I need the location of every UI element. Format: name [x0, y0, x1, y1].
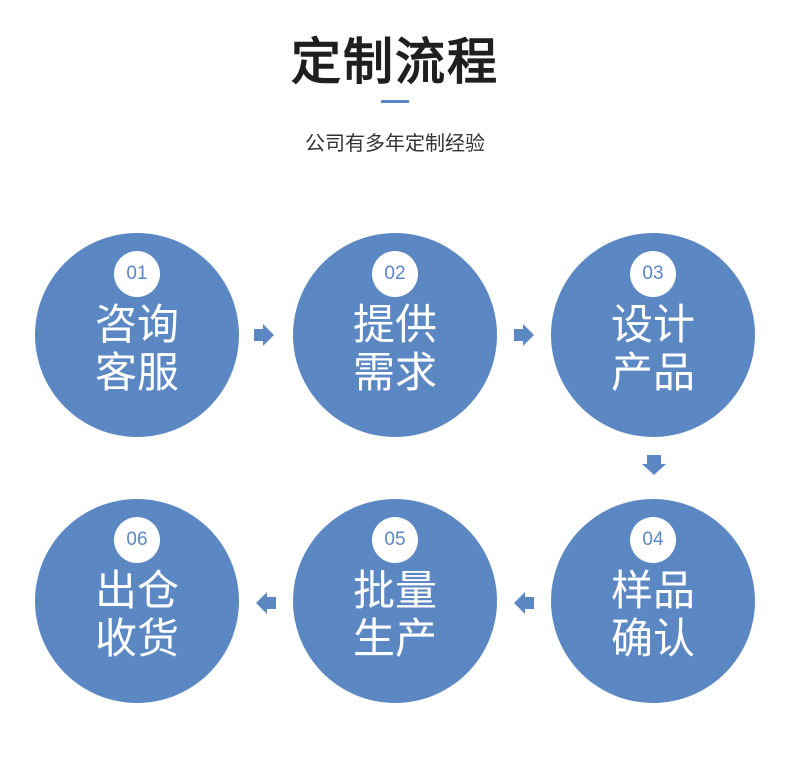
arrow-right-icon: [514, 324, 534, 346]
step-03-design-product: 03 设计 产品: [551, 233, 755, 437]
page-subtitle: 公司有多年定制经验: [305, 131, 485, 155]
step-02-provide-requirements: 02 提供 需求: [293, 233, 497, 437]
step-number-badge: 03: [630, 251, 676, 297]
step-04-sample-confirmation: 04 样品 确认: [551, 499, 755, 703]
step-label-line1: 样品: [610, 566, 695, 615]
step-label-line2: 确认: [610, 614, 695, 663]
title-underline: [381, 100, 409, 103]
step-label-line1: 出仓: [94, 566, 179, 615]
arrow-right-icon: [254, 324, 274, 346]
step-number-badge: 05: [372, 517, 418, 563]
step-label: 咨询 客服: [35, 301, 239, 397]
step-label: 设计 产品: [551, 301, 755, 397]
step-label: 批量 生产: [293, 567, 497, 663]
arrow-left-icon: [514, 592, 534, 614]
step-label-line2: 客服: [94, 348, 179, 397]
step-label-line1: 咨询: [94, 300, 179, 349]
step-number-badge: 01: [114, 251, 160, 297]
step-label-line2: 产品: [610, 348, 695, 397]
step-label-line2: 收货: [94, 614, 179, 663]
arrow-left-icon: [256, 592, 276, 614]
step-01-consult-service: 01 咨询 客服: [35, 233, 239, 437]
step-number-badge: 02: [372, 251, 418, 297]
step-label-line1: 提供: [352, 300, 437, 349]
step-label: 样品 确认: [551, 567, 755, 663]
step-label: 提供 需求: [293, 301, 497, 397]
step-label-line2: 生产: [352, 614, 437, 663]
page-title: 定制流程: [291, 33, 499, 91]
step-number-badge: 06: [114, 517, 160, 563]
step-label-line1: 设计: [610, 300, 695, 349]
step-label-line2: 需求: [352, 348, 437, 397]
step-05-mass-production: 05 批量 生产: [293, 499, 497, 703]
step-label-line1: 批量: [352, 566, 437, 615]
step-06-ship-receive: 06 出仓 收货: [35, 499, 239, 703]
step-number-badge: 04: [630, 517, 676, 563]
arrow-down-icon: [642, 455, 666, 475]
step-label: 出仓 收货: [35, 567, 239, 663]
